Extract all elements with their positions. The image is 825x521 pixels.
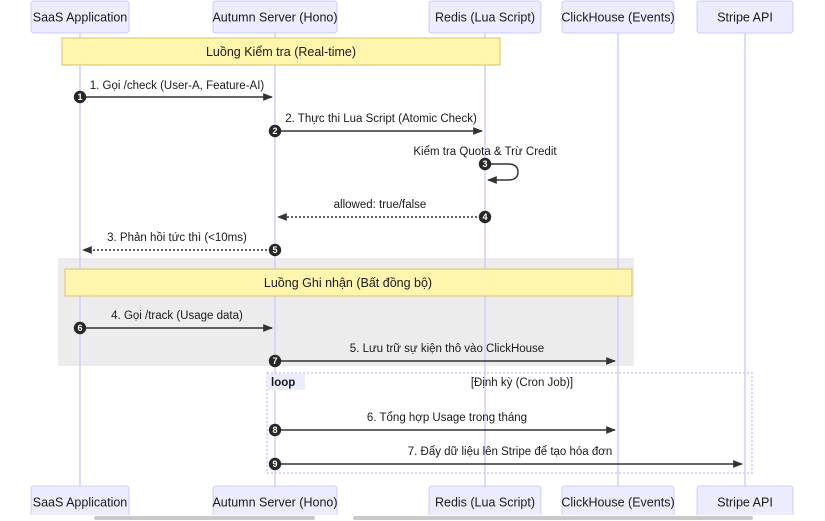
sequence-marker <box>268 124 282 138</box>
scrollbar-thumb-secondary[interactable] <box>353 516 753 520</box>
sequence-marker <box>73 321 87 335</box>
sequence-number: 1 <box>77 92 82 102</box>
scrollbar-thumb[interactable] <box>94 516 315 520</box>
participant-redis-bottom[interactable]: Redis (Lua Script) <box>428 485 542 519</box>
loop-tag-label: loop <box>271 377 295 389</box>
message-4-return[interactable]: allowed: true/false 4 <box>277 199 492 224</box>
loop-tag-background <box>267 374 305 390</box>
participant-saas-bottom[interactable]: SaaS Application <box>30 485 130 519</box>
sequence-number: 4 <box>482 212 487 222</box>
participant-clickhouse-bottom[interactable]: ClickHouse (Events) <box>561 485 675 519</box>
sequence-number: 2 <box>272 126 277 136</box>
message-label: 5. Lưu trữ sự kiện thô vào ClickHouse <box>350 343 544 355</box>
note-box <box>61 37 501 66</box>
sequence-marker <box>268 243 282 257</box>
sequence-marker <box>478 157 492 171</box>
participant-stripe-top[interactable]: Stripe API <box>696 0 794 34</box>
sequence-marker <box>478 210 492 224</box>
message-2[interactable]: 2. Thực thi Lua Script (Atomic Check) 2 <box>268 113 483 138</box>
participant-label: Redis (Lua Script) <box>435 10 535 24</box>
participant-label: ClickHouse (Events) <box>561 10 674 24</box>
participant-box <box>696 0 794 34</box>
participant-box <box>428 0 542 34</box>
participant-label: Stripe API <box>717 10 773 24</box>
participant-label: Autumn Server (Hono) <box>212 495 337 509</box>
sequence-marker <box>268 354 282 368</box>
note-box <box>64 268 633 297</box>
participant-autumn-top[interactable]: Autumn Server (Hono) <box>212 0 338 34</box>
participants-top: SaaS Application Autumn Server (Hono) Re… <box>30 0 794 34</box>
message-6[interactable]: 4. Gọi /track (Usage data) 6 <box>73 310 273 335</box>
participant-box <box>30 0 130 34</box>
message-label: allowed: true/false <box>334 199 427 211</box>
sequence-number: 6 <box>77 323 82 333</box>
participant-saas-top[interactable]: SaaS Application <box>30 0 130 34</box>
message-9[interactable]: 7. Đẩy dữ liệu lên Stripe để tạo hóa đơn… <box>268 446 743 471</box>
sequence-marker <box>268 423 282 437</box>
sequence-number: 8 <box>272 425 277 435</box>
note-label: Luồng Ghi nhận (Bất đồng bộ) <box>264 276 432 290</box>
sequence-marker <box>268 457 282 471</box>
note-label: Luồng Kiểm tra (Real-time) <box>206 45 356 59</box>
message-1[interactable]: 1. Gọi /check (User-A, Feature-AI) 1 <box>73 80 273 104</box>
message-label: 6. Tổng hợp Usage trong tháng <box>367 412 527 424</box>
participant-clickhouse-top[interactable]: ClickHouse (Events) <box>561 0 675 34</box>
participant-label: ClickHouse (Events) <box>561 495 674 509</box>
loop-title-label: [Định kỳ (Cron Job)] <box>471 377 573 389</box>
message-7[interactable]: 5. Lưu trữ sự kiện thô vào ClickHouse 7 <box>268 343 616 368</box>
message-label: 3. Phản hồi tức thì (<10ms) <box>107 232 247 244</box>
message-self-arrow <box>485 163 519 184</box>
participant-box <box>212 0 338 34</box>
message-label: 1. Gọi /check (User-A, Feature-AI) <box>90 80 265 92</box>
message-label: 4. Gọi /track (Usage data) <box>111 310 243 322</box>
participant-stripe-bottom[interactable]: Stripe API <box>696 485 794 519</box>
participant-redis-top[interactable]: Redis (Lua Script) <box>428 0 542 34</box>
participant-label: Stripe API <box>717 495 773 509</box>
loop-block: loop [Định kỳ (Cron Job)] <box>266 372 753 474</box>
message-8[interactable]: 6. Tổng hợp Usage trong tháng 8 <box>268 412 616 437</box>
loop-boundary <box>266 372 753 474</box>
sequence-marker <box>73 90 87 104</box>
participant-box <box>561 0 675 34</box>
message-label: 2. Thực thi Lua Script (Atomic Check) <box>285 113 477 125</box>
message-5-return[interactable]: 3. Phản hồi tức thì (<10ms) 5 <box>82 232 282 257</box>
note-realtime-flow: Luồng Kiểm tra (Real-time) <box>61 37 501 66</box>
message-label: Kiểm tra Quota & Trừ Credit <box>413 146 557 158</box>
participants-bottom: SaaS Application Autumn Server (Hono) Re… <box>30 485 794 519</box>
sequence-number: 7 <box>272 356 277 366</box>
message-3-self-loop[interactable]: Kiểm tra Quota & Trừ Credit 3 <box>413 146 557 184</box>
sequence-number: 9 <box>272 459 277 469</box>
message-label: 7. Đẩy dữ liệu lên Stripe để tạo hóa đơn <box>408 446 612 458</box>
participant-label: Autumn Server (Hono) <box>212 10 337 24</box>
note-async-flow: Luồng Ghi nhận (Bất đồng bộ) <box>64 268 633 297</box>
sequence-number: 3 <box>482 159 487 169</box>
horizontal-scrollbar[interactable] <box>0 515 825 521</box>
lifelines <box>79 33 746 486</box>
participant-autumn-bottom[interactable]: Autumn Server (Hono) <box>212 485 338 519</box>
participant-label: SaaS Application <box>33 10 128 24</box>
sequence-number: 5 <box>272 245 277 255</box>
participant-label: Redis (Lua Script) <box>435 495 535 509</box>
participant-label: SaaS Application <box>33 495 128 509</box>
